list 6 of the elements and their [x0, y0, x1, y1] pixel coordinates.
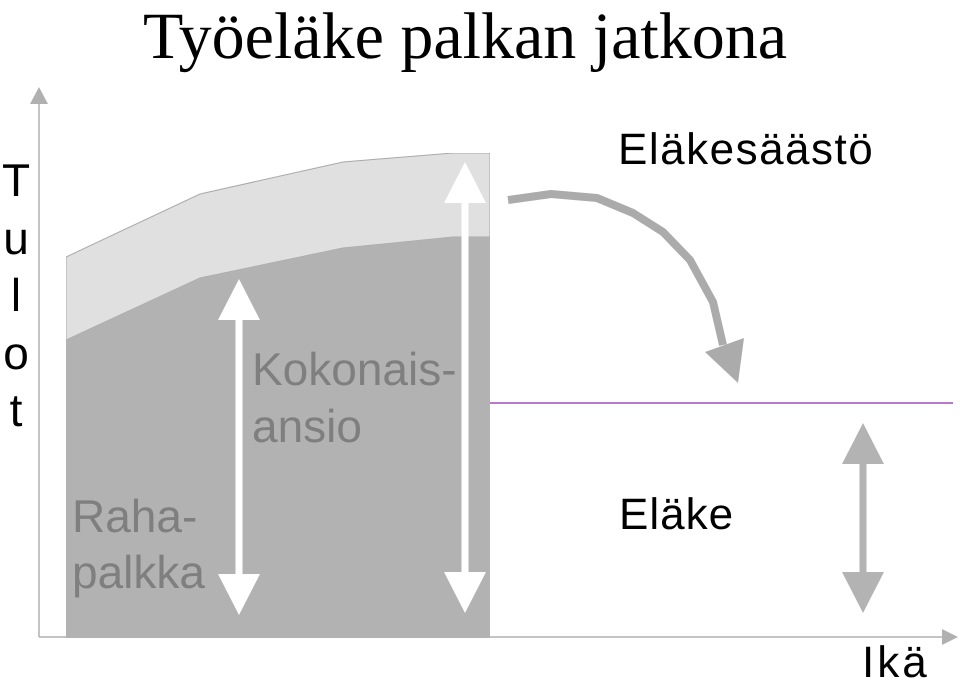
axis-label: Ikä — [862, 641, 930, 685]
axis-label: Tulot — [1, 153, 31, 438]
title: Työeläke palkan jatkona — [142, 0, 788, 74]
annotation-label: Eläke — [619, 489, 734, 541]
annotation-label: Eläkesäästö — [618, 124, 874, 176]
upper-income-band — [66, 153, 490, 341]
